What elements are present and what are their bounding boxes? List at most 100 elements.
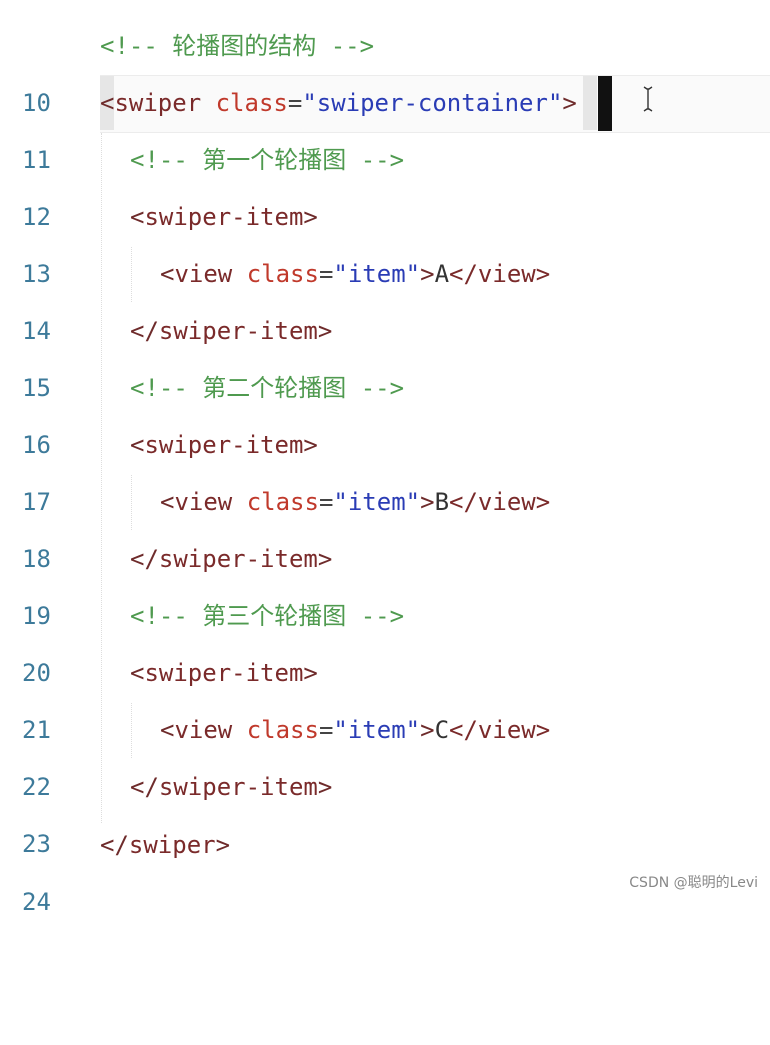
attribute-value: "swiper-container" bbox=[302, 89, 563, 117]
tag-name: swiper bbox=[114, 89, 202, 117]
tag-bracket: < bbox=[160, 488, 175, 516]
line-number: 20 bbox=[22, 659, 51, 687]
equals-sign: = bbox=[318, 488, 334, 516]
html-comment: <!-- 轮播图的结构 --> bbox=[100, 32, 375, 60]
bracket-match-close bbox=[583, 76, 597, 130]
code-line[interactable]: 21 <swiper-item> bbox=[0, 645, 770, 744]
html-comment: <!-- 第三个轮播图 --> bbox=[130, 602, 405, 630]
line-number: 18 bbox=[22, 545, 51, 573]
tag-bracket: > bbox=[303, 659, 318, 687]
line-number: 21 bbox=[22, 716, 51, 744]
tag-name: swiper-item bbox=[144, 203, 304, 231]
code-line[interactable]: 17 <swiper-item> bbox=[0, 417, 770, 516]
text-content: C bbox=[434, 716, 450, 744]
current-line-highlight bbox=[100, 75, 770, 133]
line-number: 13 bbox=[22, 260, 51, 288]
tag-bracket: </ bbox=[130, 317, 159, 345]
line-number: 15 bbox=[22, 374, 51, 402]
tag-bracket: < bbox=[130, 431, 145, 459]
tag-bracket: < bbox=[130, 203, 145, 231]
code-content: </swiper-item> bbox=[130, 531, 332, 588]
tag-bracket: < bbox=[160, 716, 175, 744]
code-content: <swiper class="swiper-container"> bbox=[100, 75, 577, 132]
code-content: <view class="item">B</view> bbox=[160, 474, 550, 531]
tag-bracket: > bbox=[303, 203, 318, 231]
closing-tag: </view> bbox=[449, 716, 551, 744]
html-comment: <!-- 第一个轮播图 --> bbox=[130, 146, 405, 174]
code-content: <swiper-item> bbox=[130, 189, 318, 246]
code-line[interactable]: 15 </swiper-item> bbox=[0, 303, 770, 402]
tag-bracket: > bbox=[420, 260, 435, 288]
code-line[interactable]: 20 <!-- 第三个轮播图 --> bbox=[0, 588, 770, 687]
tag-name: view bbox=[174, 488, 233, 516]
tag-bracket: < bbox=[100, 89, 115, 117]
code-content: <swiper-item> bbox=[130, 417, 318, 474]
text-caret bbox=[598, 76, 612, 131]
attribute-name: class bbox=[246, 488, 319, 516]
line-number: 14 bbox=[22, 317, 51, 345]
tag-bracket: > bbox=[303, 431, 318, 459]
attribute-name: class bbox=[215, 89, 288, 117]
tag-bracket: > bbox=[562, 89, 577, 117]
line-number: 22 bbox=[22, 773, 51, 801]
line-number: 23 bbox=[22, 830, 51, 858]
attribute-value: "item" bbox=[333, 260, 421, 288]
tag-name: view bbox=[174, 716, 233, 744]
text-content: A bbox=[434, 260, 450, 288]
indent-guide bbox=[131, 475, 132, 530]
tag-name: swiper-item bbox=[144, 431, 304, 459]
code-content: </swiper> bbox=[100, 817, 230, 874]
tag-bracket: </ bbox=[130, 545, 159, 573]
tag-bracket: > bbox=[317, 545, 333, 573]
tag-name: swiper-item bbox=[158, 773, 318, 801]
tag-bracket: < bbox=[160, 260, 175, 288]
watermark: CSDN @聪明的Levi bbox=[629, 875, 758, 891]
indent-guide bbox=[131, 247, 132, 302]
closing-tag: </view> bbox=[449, 260, 551, 288]
code-content: </swiper-item> bbox=[130, 303, 332, 360]
tag-bracket: > bbox=[317, 773, 333, 801]
code-line[interactable]: 19 </swiper-item> bbox=[0, 531, 770, 630]
code-line[interactable]: 24 </swiper> bbox=[0, 817, 770, 916]
line-number: 17 bbox=[22, 488, 51, 516]
code-line[interactable]: 13 <swiper-item> bbox=[0, 189, 770, 288]
code-line[interactable]: 12 <!-- 第一个轮播图 --> bbox=[0, 132, 770, 231]
equals-sign: = bbox=[287, 89, 303, 117]
code-line[interactable]: 10 <!-- 轮播图的结构 --> bbox=[0, 18, 770, 117]
code-line-current[interactable]: 11 <swiper class="swiper-container"> bbox=[0, 75, 770, 174]
code-line[interactable]: 18 <view class="item">B</view> bbox=[0, 474, 770, 573]
line-number: 16 bbox=[22, 431, 51, 459]
tag-bracket: > bbox=[317, 317, 333, 345]
ibeam-cursor-icon bbox=[643, 86, 653, 112]
tag-name: swiper bbox=[128, 831, 216, 859]
code-editor[interactable]: 10 <!-- 轮播图的结构 --> 11 <swiper class="swi… bbox=[0, 0, 770, 916]
line-number: 24 bbox=[22, 888, 51, 916]
html-comment: <!-- 第二个轮播图 --> bbox=[130, 374, 405, 402]
bracket-match-open bbox=[100, 76, 114, 130]
equals-sign: = bbox=[318, 716, 334, 744]
code-line[interactable]: 22 <view class="item">C</view> bbox=[0, 702, 770, 801]
code-content: <view class="item">A</view> bbox=[160, 246, 550, 303]
tag-bracket: > bbox=[420, 488, 435, 516]
code-line[interactable]: 16 <!-- 第二个轮播图 --> bbox=[0, 360, 770, 459]
tag-bracket: > bbox=[215, 831, 231, 859]
line-number: 10 bbox=[22, 89, 51, 117]
indent-guide bbox=[101, 133, 102, 823]
line-number: 11 bbox=[22, 146, 51, 174]
code-content: </swiper-item> bbox=[130, 759, 332, 816]
code-line[interactable]: 23 </swiper-item> bbox=[0, 759, 770, 858]
attribute-value: "item" bbox=[333, 488, 421, 516]
tag-bracket: > bbox=[420, 716, 435, 744]
closing-tag: </view> bbox=[449, 488, 551, 516]
code-content: <swiper-item> bbox=[130, 645, 318, 702]
text-content: B bbox=[434, 488, 450, 516]
tag-name: swiper-item bbox=[144, 659, 304, 687]
line-number: 19 bbox=[22, 602, 51, 630]
line-number: 12 bbox=[22, 203, 51, 231]
tag-name: swiper-item bbox=[158, 317, 318, 345]
attribute-name: class bbox=[246, 716, 319, 744]
code-line[interactable]: 14 <view class="item">A</view> bbox=[0, 246, 770, 345]
tag-bracket: </ bbox=[100, 831, 129, 859]
tag-bracket: < bbox=[130, 659, 145, 687]
indent-guide bbox=[131, 703, 132, 758]
